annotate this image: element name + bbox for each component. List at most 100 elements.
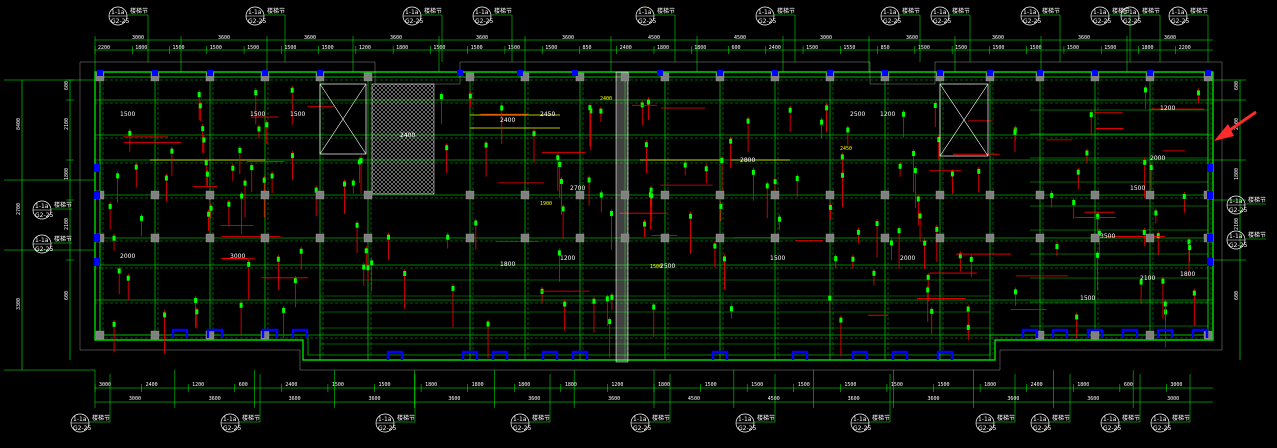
bottom-chain-dim-label: 1800 <box>1077 382 1089 388</box>
structural-column <box>315 233 325 243</box>
top-window-marker <box>207 70 213 76</box>
top-chain-dim-label: 1800 <box>657 45 669 51</box>
beam-tag <box>851 256 855 262</box>
beam-tag <box>238 147 242 153</box>
beam-tag <box>128 130 132 136</box>
callout-description: 楼梯节 <box>1042 7 1060 15</box>
beam-tag <box>164 175 168 181</box>
callout-index: 1-1a <box>738 416 752 423</box>
beam-tag <box>290 153 294 159</box>
beam-tag <box>720 157 724 163</box>
beam-tag <box>773 179 777 185</box>
beam-tag <box>1182 193 1186 199</box>
beam-tag <box>1085 150 1089 156</box>
beam-tag <box>1149 164 1153 170</box>
top-chain-dim-label: 1500 <box>992 45 1004 51</box>
left-chain-dim-label: 1800 <box>64 168 70 180</box>
bottom-chain-dim-label: 1500 <box>798 382 810 388</box>
callout-reference: G2-25 <box>738 425 756 432</box>
beam-tag <box>500 105 504 111</box>
room-dimension-label: 1200 <box>880 111 895 118</box>
window-bay-shape <box>791 350 809 360</box>
beam-tag <box>1156 233 1160 239</box>
window-bay-shape <box>1121 328 1139 338</box>
top-window-marker <box>937 70 943 76</box>
beam-tag <box>439 94 443 100</box>
callout-index: 1-1a <box>1229 198 1243 205</box>
bottom-overall-dim-label: 3600 <box>369 396 381 402</box>
left-chain-dim-label: 600 <box>64 81 70 90</box>
beam-tag <box>126 275 130 281</box>
top-chain-dim-label: 850 <box>582 45 591 51</box>
beam-tag <box>556 155 560 161</box>
callout-index: 1-1a <box>1153 416 1167 423</box>
beam-tag <box>1142 229 1146 235</box>
callout-description: 楼梯节 <box>54 235 72 243</box>
stairwell-right <box>939 83 989 157</box>
top-window-marker <box>457 70 463 76</box>
beam-tag <box>270 173 274 179</box>
window-bay-shape <box>206 328 224 338</box>
callout-index: 1-1a <box>73 416 87 423</box>
top-overall-dim-label: 3600 <box>1078 35 1090 41</box>
structural-column <box>620 233 630 243</box>
bottom-window-bay <box>1156 328 1174 338</box>
edge-column-blue <box>1207 258 1213 266</box>
callout-reference: G2-25 <box>1103 425 1121 432</box>
top-chain-dim-label: 1500 <box>433 45 445 51</box>
room-dimension-label: 2100 <box>1140 275 1155 282</box>
beam-tag <box>474 220 478 226</box>
structural-column <box>1090 330 1100 340</box>
callout-reference: G2-25 <box>853 425 871 432</box>
top-chain-dim-label: 1500 <box>806 45 818 51</box>
room-dimension-label: 1500 <box>250 111 265 118</box>
top-window-marker <box>772 70 778 76</box>
callout-index: 1-1a <box>1229 233 1243 240</box>
beam-tag <box>825 105 829 111</box>
bottom-overall-dim-label: 3600 <box>848 396 860 402</box>
beam-tag <box>937 137 941 143</box>
room-dimension-label: 2000 <box>900 255 915 262</box>
window-bay-shape <box>1191 328 1209 338</box>
beam-tag <box>351 180 355 186</box>
beam-tag <box>559 179 563 185</box>
beam-tag <box>649 187 653 193</box>
window-bay-shape <box>491 350 509 360</box>
structural-column <box>575 233 585 243</box>
callout-index: 1-1a <box>1123 9 1137 16</box>
callout-index: 1-1a <box>883 9 897 16</box>
beam-tag <box>446 234 450 240</box>
top-chain-dim-label: 1800 <box>135 45 147 51</box>
structural-column <box>150 190 160 200</box>
structural-column <box>935 190 945 200</box>
beam-tag <box>170 148 174 154</box>
top-window-marker <box>262 70 268 76</box>
callout-description: 楼梯节 <box>1248 231 1266 239</box>
beam-tag <box>875 221 879 227</box>
top-window-marker <box>1147 70 1153 76</box>
beam-tag <box>713 243 717 249</box>
structural-column <box>150 330 160 340</box>
callout-index: 1-1a <box>475 9 489 16</box>
window-bay-shape <box>1021 328 1039 338</box>
beam-tag <box>889 240 893 246</box>
beam-tag <box>856 229 860 235</box>
top-chain-dim-label: 2400 <box>620 45 632 51</box>
structural-column <box>465 233 475 243</box>
room-dimension-label: 3500 <box>1100 233 1115 240</box>
beam-tag <box>605 296 609 302</box>
callout-reference: G2-25 <box>73 425 91 432</box>
bottom-chain-dim-label: 1500 <box>938 382 950 388</box>
window-bay-shape <box>291 328 309 338</box>
room-dimension-label: 2700 <box>570 185 585 192</box>
bottom-chain-dim-label: 1800 <box>984 382 996 388</box>
callout-index: 1-1a <box>1033 416 1047 423</box>
bottom-overall-dim-label: 3600 <box>289 396 301 402</box>
bottom-chain-dim-label: 2400 <box>1031 382 1043 388</box>
